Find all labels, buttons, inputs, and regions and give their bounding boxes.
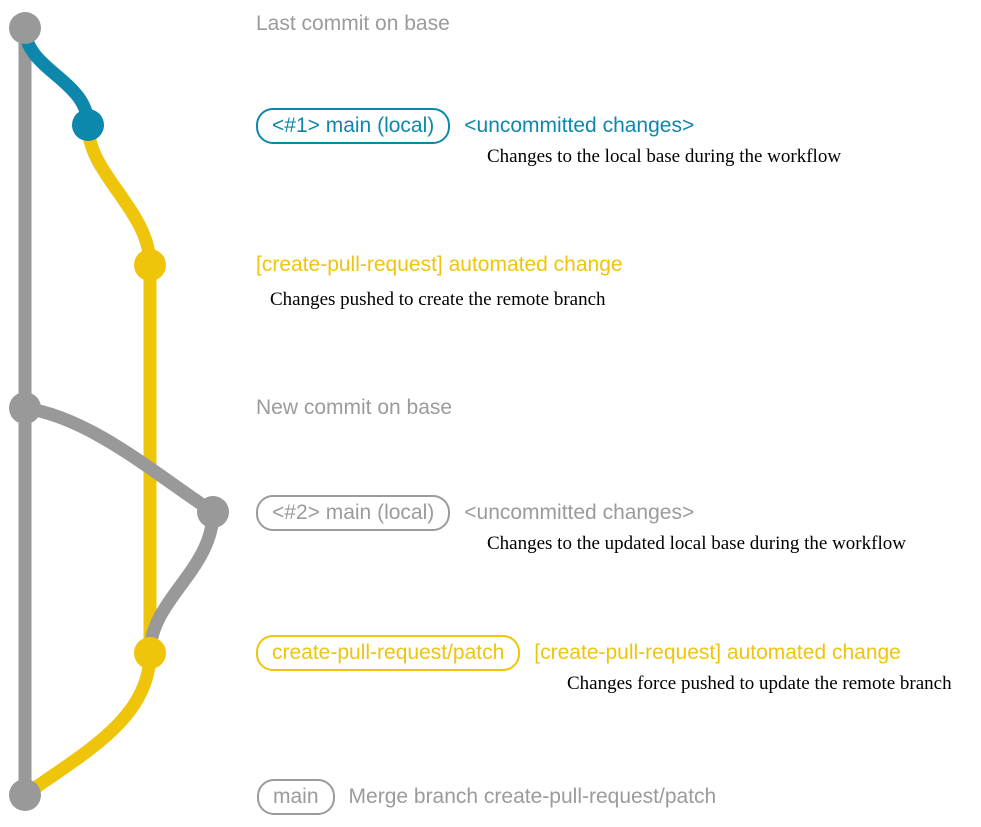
commit-subject: [create-pull-request] automated change: [256, 253, 623, 276]
edge-local2-to-patch: [143, 505, 220, 660]
commit-row-remote-patch: create-pull-request/patch [create-pull-r…: [256, 635, 901, 671]
commit-subject: Last commit on base: [256, 12, 450, 35]
branch-badge-local-1[interactable]: <#1> main (local): [256, 108, 451, 144]
branch-badge-create-pull-request-patch[interactable]: create-pull-request/patch: [256, 635, 521, 671]
commit-dot-local-1[interactable]: [72, 109, 104, 141]
commit-description: Changes to the updated local base during…: [487, 533, 906, 554]
commit-subject: [create-pull-request] automated change: [534, 641, 901, 664]
commit-subject: Merge branch create-pull-request/patch: [348, 785, 717, 808]
commit-dot-merge[interactable]: [9, 779, 41, 811]
commit-row-local-2: <#2> main (local) <uncommitted changes>: [256, 495, 694, 531]
commit-dot-base-new[interactable]: [9, 392, 41, 424]
edge-base2-to-local2: [18, 401, 220, 519]
commit-dot-base-top[interactable]: [9, 12, 41, 44]
commit-description: Changes force pushed to update the remot…: [567, 673, 952, 694]
commit-dot-remote-patch[interactable]: [134, 637, 166, 669]
commit-dot-local-2[interactable]: [197, 496, 229, 528]
commit-subject: <uncommitted changes>: [464, 501, 695, 524]
edge-local1-to-remote-create: [81, 118, 157, 272]
commit-row-last-commit-on-base: Last commit on base: [256, 12, 450, 36]
commit-description: Changes pushed to create the remote bran…: [270, 289, 606, 310]
commit-row-local-1: <#1> main (local) <uncommitted changes>: [256, 108, 694, 144]
commit-row-new-commit-on-base: New commit on base: [256, 396, 452, 420]
edge-patch-to-merge: [18, 646, 157, 802]
commit-row-merge: main Merge branch create-pull-request/pa…: [257, 779, 716, 815]
commit-description: Changes to the local base during the wor…: [487, 146, 842, 167]
branch-badge-local-2[interactable]: <#2> main (local): [256, 495, 451, 531]
commit-subject: New commit on base: [256, 396, 453, 419]
commit-row-remote-create: [create-pull-request] automated change: [256, 253, 623, 277]
branch-badge-main[interactable]: main: [257, 779, 335, 815]
commit-dot-remote-create[interactable]: [134, 249, 166, 281]
commit-subject: <uncommitted changes>: [464, 114, 695, 137]
